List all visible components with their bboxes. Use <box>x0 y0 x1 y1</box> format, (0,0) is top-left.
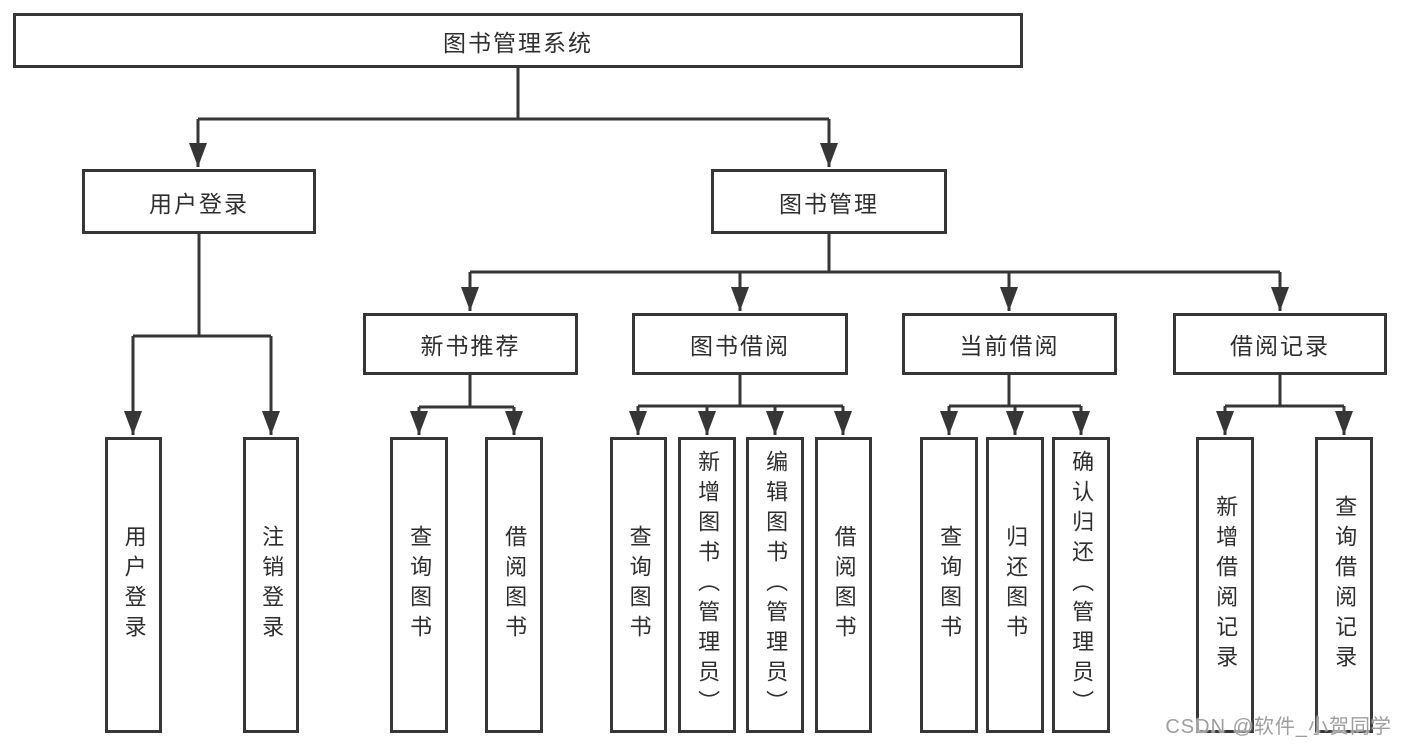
wire-borrowing-records <box>1225 375 1344 408</box>
node-system-root-label: 图书管理系统 <box>443 29 593 56</box>
wire-book-borrowing <box>638 375 843 408</box>
leaf-add-borrow-record: 新增借阅记录 <box>1196 437 1254 733</box>
node-book-borrowing-label: 图书借阅 <box>690 333 790 359</box>
node-new-book-recommend-label: 新书推荐 <box>420 333 521 359</box>
wire-book-management <box>470 234 1280 274</box>
wire-root <box>198 67 829 121</box>
leaf-query-borrow-record: 查询借阅记录 <box>1315 437 1373 733</box>
leaf-query-books-current: 查询图书 <box>920 437 978 733</box>
leaf-borrow-books-recommend: 借阅图书 <box>485 437 543 733</box>
leaf-user-login: 用户登录 <box>105 437 162 733</box>
node-system-root: 图书管理系统 <box>13 13 1023 68</box>
node-borrowing-records: 借阅记录 <box>1173 313 1387 375</box>
node-new-book-recommend: 新书推荐 <box>363 313 578 375</box>
leaf-query-books-borrowing: 查询图书 <box>610 437 667 733</box>
node-current-borrowing: 当前借阅 <box>902 313 1117 375</box>
node-user-login-label: 用户登录 <box>149 190 249 217</box>
leaf-add-books-admin: 新增图书（管理员） <box>678 437 736 733</box>
leaf-confirm-return-admin: 确认归还（管理员） <box>1052 437 1110 733</box>
node-borrowing-records-label: 借阅记录 <box>1230 333 1330 359</box>
leaf-borrow-books-borrowing: 借阅图书 <box>815 437 872 733</box>
leaf-return-books: 归还图书 <box>986 437 1044 733</box>
wire-user-login <box>133 234 271 338</box>
node-current-borrowing-label: 当前借阅 <box>959 333 1060 359</box>
node-user-login: 用户登录 <box>82 169 316 234</box>
wire-current-borrowing <box>949 375 1081 408</box>
node-book-management: 图书管理 <box>711 169 947 234</box>
wire-new-book-recommend <box>419 375 514 409</box>
leaf-query-books-recommend: 查询图书 <box>390 437 448 733</box>
leaf-edit-books-admin: 编辑图书（管理员） <box>746 437 804 733</box>
watermark-text: CSDN @软件_小贺同学 <box>1165 716 1392 738</box>
node-book-management-label: 图书管理 <box>779 190 879 217</box>
node-book-borrowing: 图书借阅 <box>632 313 848 375</box>
leaf-logout: 注销登录 <box>243 437 299 733</box>
